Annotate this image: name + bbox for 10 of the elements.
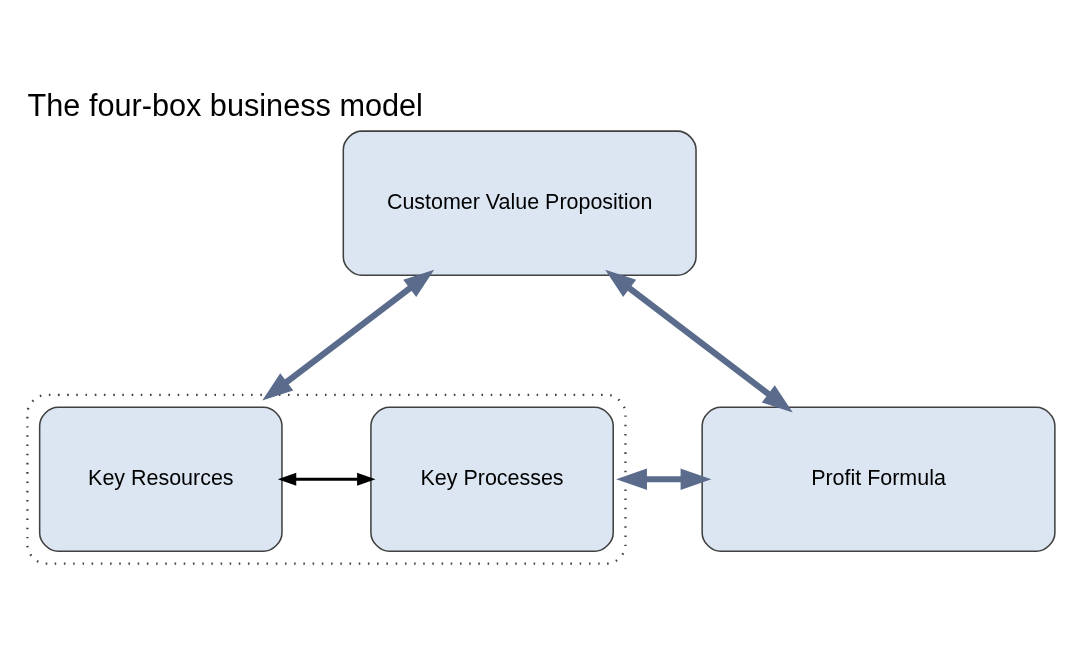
cluster	[26, 393, 627, 565]
node-box: Key Processes	[370, 406, 614, 553]
node-box: Profit Formula	[701, 406, 1056, 553]
arrow	[262, 269, 435, 401]
diagram-title: The four-box business model	[27, 87, 423, 122]
node-box: Key Resources	[38, 406, 283, 553]
node-box: Customer Value Proposition	[342, 130, 697, 277]
arrow	[277, 472, 376, 486]
arrow	[616, 468, 712, 490]
arrow	[605, 269, 793, 413]
